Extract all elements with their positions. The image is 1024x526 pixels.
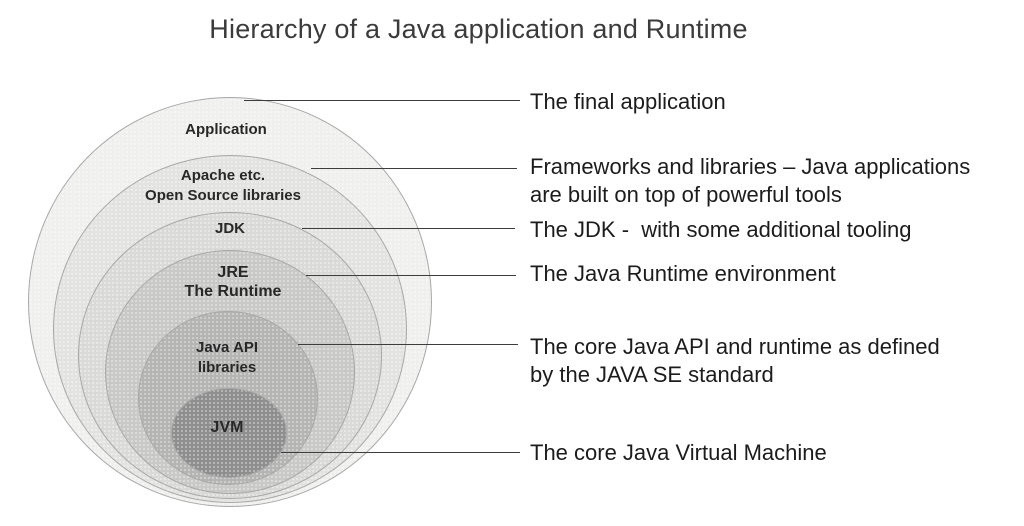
label-line: JVM [210,419,244,436]
callout-text-line: The JDK - with some additional tooling [530,217,912,242]
callout-text-line: are built on top of powerful tools [530,182,842,207]
callout-text-line: by the JAVA SE standard [530,362,774,387]
label-open-source-libraries: Apache etc. Open Source libraries [145,166,301,206]
callout-text-jre: The Java Runtime environment [530,260,836,288]
label-line: libraries [197,359,257,376]
label-line: Apache etc. [180,167,266,184]
callout-line-jvm [281,452,520,453]
callout-line-jdk [302,228,515,229]
callout-text-java-api-libraries: The core Java API and runtime as defined… [530,333,940,389]
callout-text-line: Frameworks and libraries – Java applicat… [530,154,971,179]
label-application: Application [185,120,267,140]
circle-jvm [171,388,287,478]
callout-line-application [244,100,520,101]
label-line: JRE [217,264,249,281]
callout-text-jvm: The core Java Virtual Machine [530,439,827,467]
label-jdk: JDK [215,219,245,239]
diagram-title: Hierarchy of a Java application and Runt… [209,14,748,44]
label-jvm: JVM [211,418,244,438]
callout-text-jdk: The JDK - with some additional tooling [530,216,912,244]
callout-text-line: The core Java Virtual Machine [530,440,827,465]
callout-text-line: The final application [530,89,726,114]
label-line: JDK [214,220,246,237]
callout-line-open-source-libraries [311,168,517,169]
label-java-api-libraries: Java API libraries [196,338,258,378]
callout-text-line: The core Java API and runtime as defined [530,334,940,359]
label-jre: JRE The Runtime [185,263,282,301]
callout-line-jre [306,275,516,276]
circle-java-api-libraries [138,311,318,485]
callout-text-line: The Java Runtime environment [530,261,836,286]
label-line: Java API [196,339,258,356]
callout-line-java-api-libraries [298,344,518,345]
label-line: The Runtime [184,283,282,300]
label-line: Application [185,121,267,138]
callout-text-application: The final application [530,88,726,116]
callout-text-open-source-libraries: Frameworks and libraries – Java applicat… [530,153,970,209]
label-line: Open Source libraries [145,187,301,204]
